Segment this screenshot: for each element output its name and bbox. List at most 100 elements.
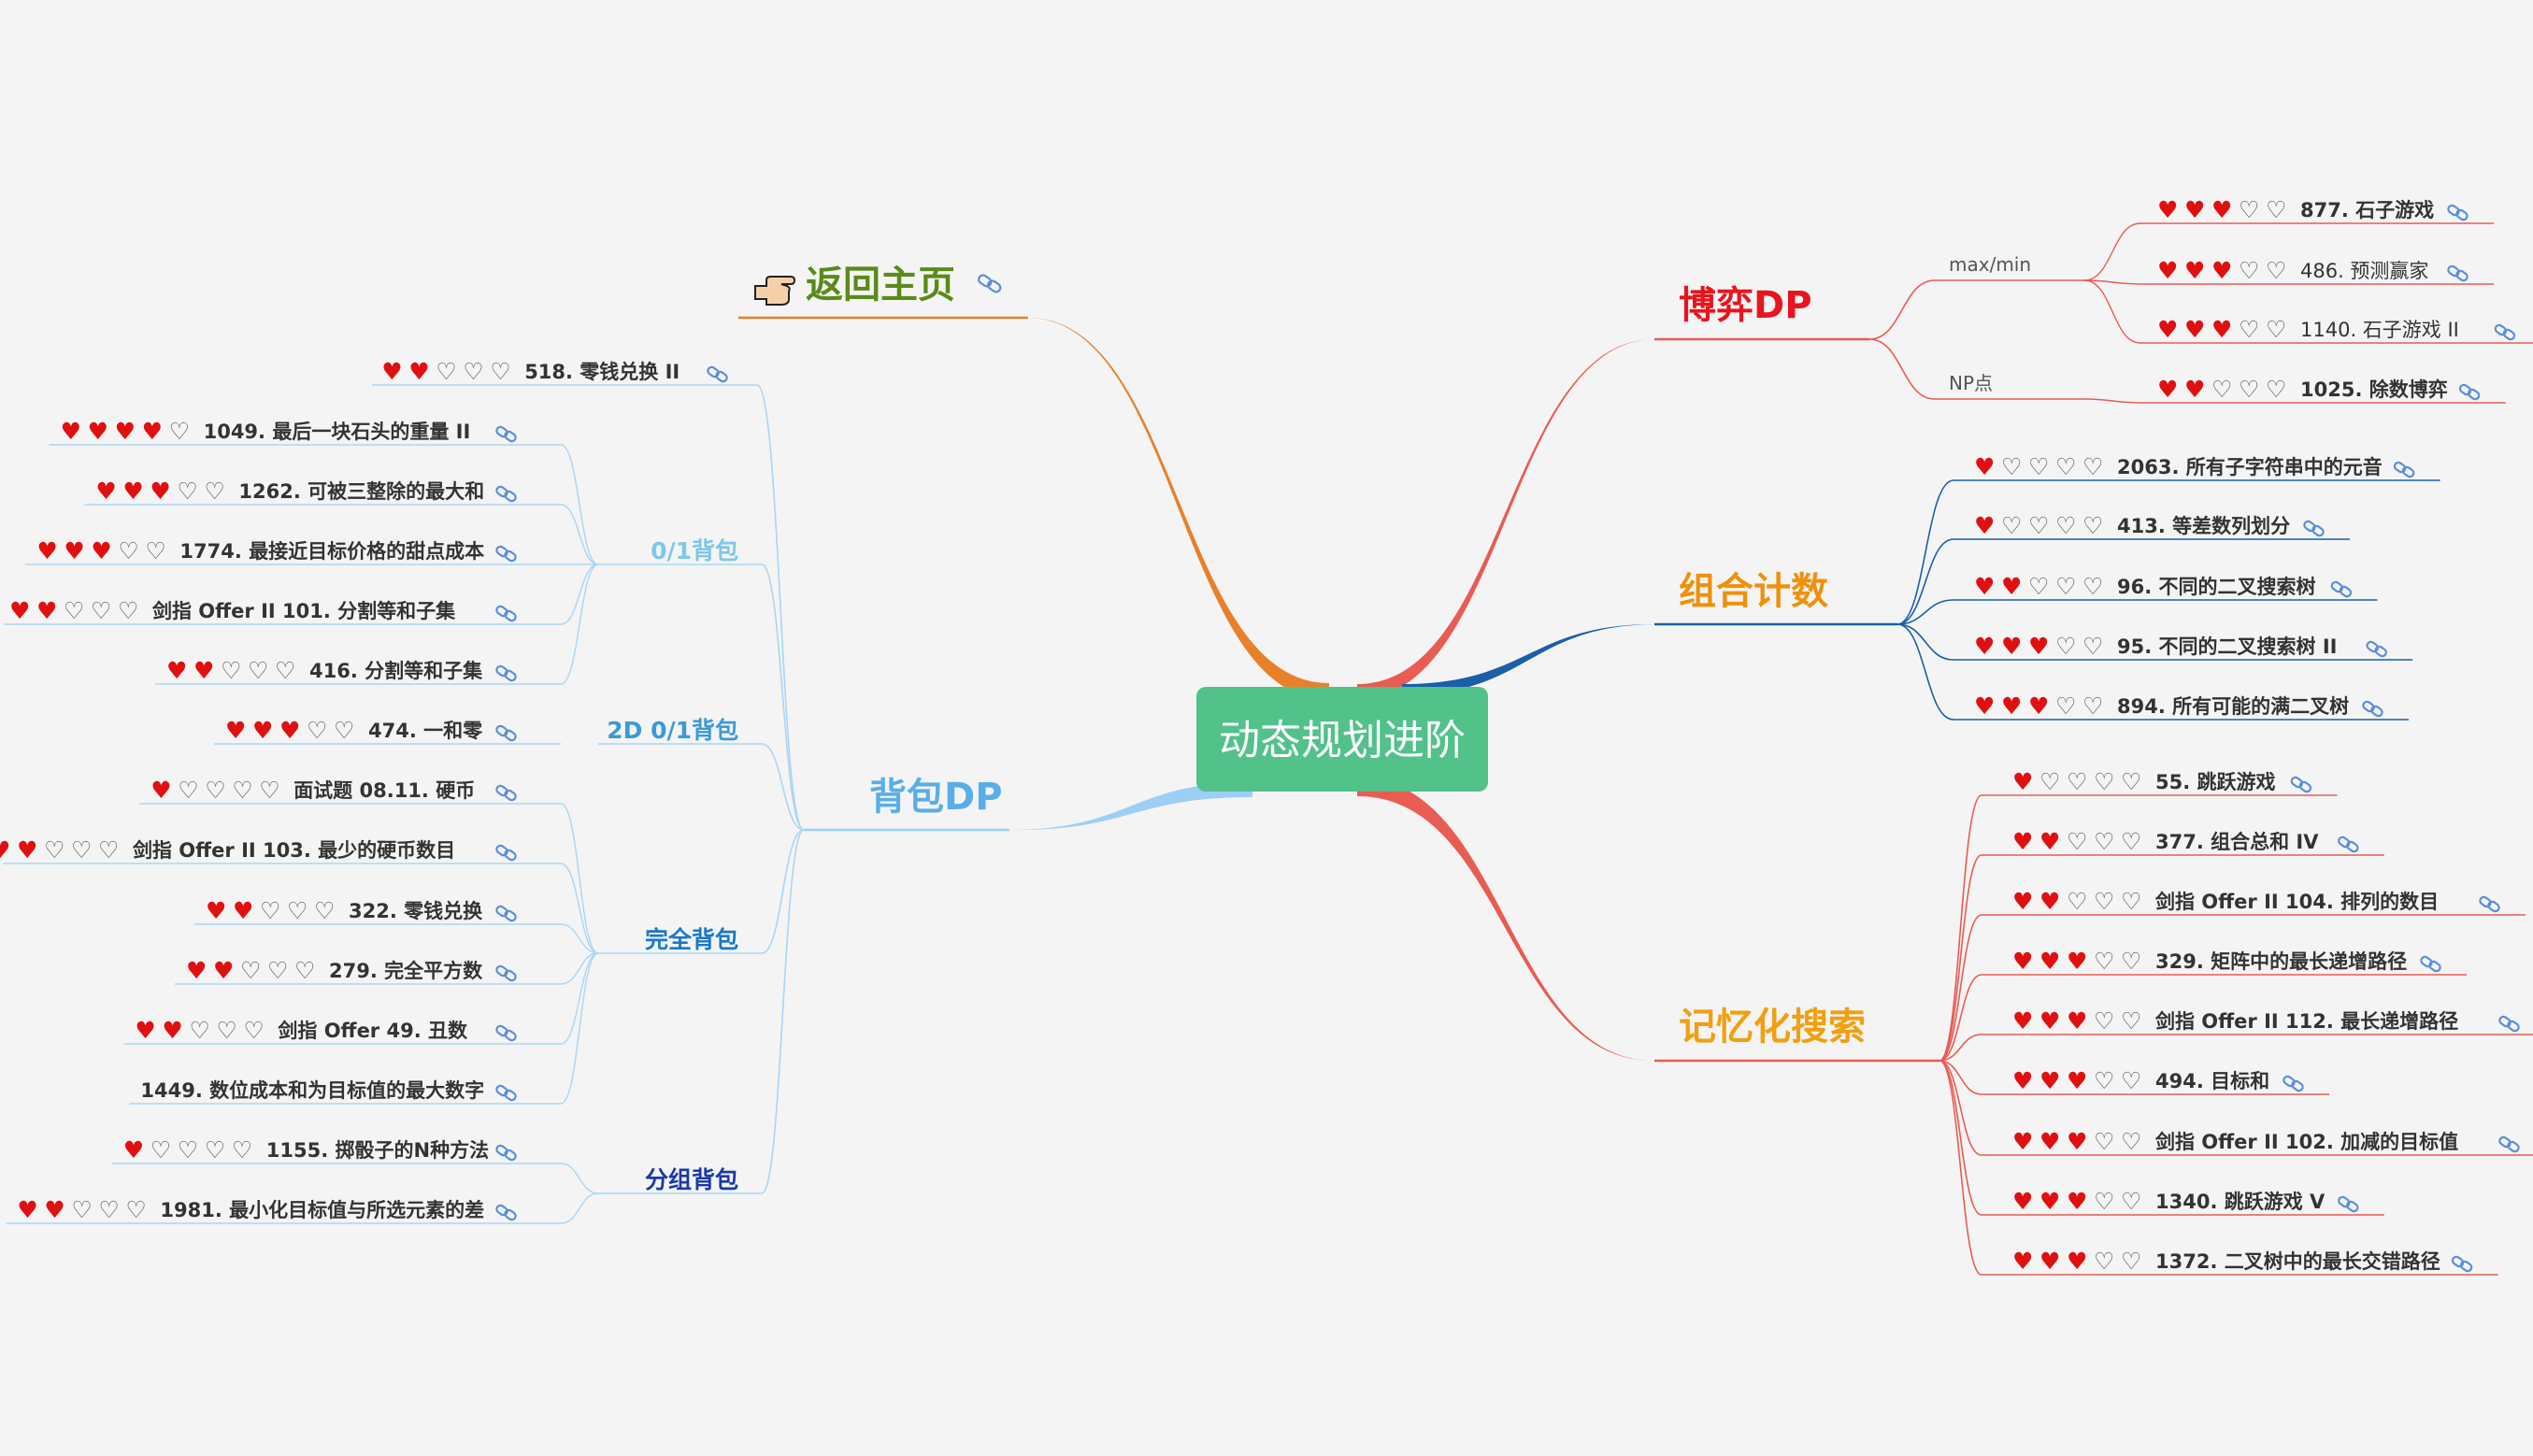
problem-item[interactable]: ♥♥♡♡♡剑指 Offer II 101. 分割等和子集	[9, 597, 517, 624]
group-label[interactable]: NP点	[1949, 372, 1993, 394]
problem-title[interactable]: 剑指 Offer II 102. 加减的目标值	[2154, 1131, 2458, 1153]
problem-title[interactable]: 1340. 跳跃游戏 V	[2155, 1191, 2325, 1213]
problem-title[interactable]: 1025. 除数博弈	[2300, 378, 2448, 401]
link-icon[interactable]	[2330, 580, 2353, 598]
problem-item[interactable]: ♥♥♡♡♡322. 零钱兑换	[206, 897, 517, 924]
problem-item[interactable]: ♥♥♥♡♡95. 不同的二叉搜索树 II	[1974, 633, 2387, 660]
problem-item[interactable]: ♥♡♡♡♡1155. 掷骰子的N种方法	[123, 1136, 517, 1163]
problem-title[interactable]: 329. 矩阵中的最长递增路径	[2155, 950, 2407, 973]
problem-title[interactable]: 1981. 最小化目标值与所选元素的差	[160, 1199, 484, 1221]
problem-title[interactable]: 95. 不同的二叉搜索树 II	[2117, 635, 2337, 658]
link-icon[interactable]	[2498, 1015, 2520, 1033]
link-icon[interactable]	[2479, 895, 2500, 913]
problem-item[interactable]: ♥♥♡♡♡1981. 最小化目标值与所选元素的差	[17, 1196, 517, 1223]
branch-combination-count[interactable]: 组合计数	[1679, 570, 1828, 613]
problem-item[interactable]: ♥♥♥♡♡1774. 最接近目标价格的甜点成本	[36, 537, 517, 564]
problem-item[interactable]: ♥♥♥♡♡494. 目标和	[2012, 1067, 2304, 1094]
problem-item[interactable]: ♥♥♥♡♡1262. 可被三整除的最大和	[95, 478, 517, 505]
link-icon[interactable]	[2447, 204, 2469, 221]
problem-title[interactable]: 55. 跳跃游戏	[2155, 771, 2276, 793]
link-icon[interactable]	[495, 964, 517, 982]
link-icon[interactable]	[495, 425, 517, 443]
link-icon[interactable]	[2420, 955, 2441, 973]
problem-title[interactable]: 494. 目标和	[2155, 1070, 2269, 1092]
problem-title[interactable]: 1449. 数位成本和为目标值的最大数字	[140, 1079, 484, 1102]
problem-title[interactable]: 1774. 最接近目标价格的甜点成本	[179, 540, 484, 563]
problem-item[interactable]: ♥♥♥♡♡474. 一和零	[225, 717, 517, 744]
link-icon[interactable]	[2338, 835, 2359, 853]
branch-knapsack-dp[interactable]: 背包DP	[869, 776, 1003, 819]
link-icon[interactable]	[2451, 1255, 2473, 1273]
link-icon[interactable]	[2290, 776, 2312, 793]
problem-title[interactable]: 474. 一和零	[368, 720, 483, 742]
problem-item[interactable]: ♥♥♡♡♡剑指 Offer 49. 丑数	[135, 1017, 517, 1044]
link-icon[interactable]	[707, 365, 728, 383]
problem-title[interactable]: 486. 预测赢家	[2300, 260, 2428, 282]
problem-title[interactable]: 面试题 08.11. 硬币	[293, 779, 475, 802]
problem-item[interactable]: ♥♡♡♡♡面试题 08.11. 硬币	[150, 777, 517, 804]
problem-item[interactable]: ♥♥♥♡♡1372. 二叉树中的最长交错路径	[2012, 1248, 2473, 1275]
link-icon[interactable]	[2458, 383, 2481, 401]
problem-title[interactable]: 1372. 二叉树中的最长交错路径	[2155, 1250, 2440, 1273]
problem-item[interactable]: ♥♥♡♡♡416. 分割等和子集	[166, 657, 517, 684]
problem-title[interactable]: 877. 石子游戏	[2300, 199, 2434, 221]
link-icon[interactable]	[495, 605, 517, 622]
problem-item[interactable]: ♥♡♡♡♡55. 跳跃游戏	[2012, 768, 2312, 795]
link-icon[interactable]	[2494, 323, 2516, 341]
link-icon[interactable]	[2366, 640, 2387, 658]
link-icon[interactable]	[495, 1204, 517, 1221]
problem-item[interactable]: ♥♥♥♡♡877. 石子游戏	[2157, 196, 2469, 223]
problem-item[interactable]: ♥♥♡♡♡279. 完全平方数	[186, 957, 517, 984]
link-icon[interactable]	[2447, 264, 2469, 282]
link-icon[interactable]	[2283, 1075, 2304, 1092]
branch-memoized-search[interactable]: 记忆化搜索	[1679, 1006, 1866, 1049]
problem-title[interactable]: 1049. 最后一块石头的重量 II	[204, 421, 471, 443]
problem-title[interactable]: 剑指 Offer 49. 丑数	[277, 1020, 468, 1042]
link-icon[interactable]	[2498, 1135, 2520, 1153]
link-icon[interactable]	[495, 905, 517, 922]
link-icon[interactable]	[495, 485, 517, 503]
problem-title[interactable]: 剑指 Offer II 101. 分割等和子集	[151, 600, 456, 622]
problem-item[interactable]: ♥♥♡♡♡518. 零钱兑换 II	[381, 358, 728, 385]
problem-title[interactable]: 剑指 Offer II 104. 排列的数目	[2154, 891, 2439, 913]
link-icon[interactable]	[977, 274, 1002, 293]
problem-title[interactable]: 1155. 掷骰子的N种方法	[266, 1139, 489, 1162]
problem-item[interactable]: 1449. 数位成本和为目标值的最大数字	[140, 1079, 517, 1102]
problem-item[interactable]: ♥♡♡♡♡413. 等差数列划分	[1974, 512, 2325, 539]
link-icon[interactable]	[495, 1024, 517, 1042]
group-label[interactable]: 2D 0/1背包	[607, 717, 738, 744]
link-icon[interactable]	[2362, 700, 2383, 718]
problem-item[interactable]: ♥♥♥♥♡1049. 最后一块石头的重量 II	[61, 418, 518, 445]
problem-title[interactable]: 1140. 石子游戏 II	[2300, 319, 2459, 341]
link-icon[interactable]	[495, 1084, 517, 1102]
group-label[interactable]: max/min	[1949, 253, 2031, 276]
problem-title[interactable]: 416. 分割等和子集	[309, 660, 483, 682]
problem-title[interactable]: 322. 零钱兑换	[349, 900, 483, 922]
link-icon[interactable]	[2338, 1195, 2359, 1213]
problem-title[interactable]: 377. 组合总和 IV	[2155, 831, 2319, 853]
problem-title[interactable]: 894. 所有可能的满二叉树	[2117, 695, 2349, 718]
problem-title[interactable]: 剑指 Offer II 103. 最少的硬币数目	[132, 839, 455, 862]
problem-item[interactable]: ♥♥♡♡♡剑指 Offer II 103. 最少的硬币数目	[0, 836, 517, 864]
link-icon[interactable]	[495, 545, 517, 563]
link-icon[interactable]	[495, 844, 517, 862]
problem-item[interactable]: ♥♥♥♡♡剑指 Offer II 112. 最长递增路径	[2012, 1007, 2520, 1035]
group-label[interactable]: 0/1背包	[651, 537, 738, 564]
group-label[interactable]: 分组背包	[645, 1166, 738, 1193]
home-link[interactable]: 返回主页	[754, 264, 1002, 307]
problem-title[interactable]: 279. 完全平方数	[329, 960, 483, 982]
problem-item[interactable]: ♥♥♥♡♡894. 所有可能的满二叉树	[1974, 692, 2383, 720]
problem-item[interactable]: ♥♥♡♡♡377. 组合总和 IV	[2012, 828, 2359, 855]
group-label[interactable]: 完全背包	[645, 926, 738, 953]
problem-item[interactable]: ♥♥♥♡♡1140. 石子游戏 II	[2157, 316, 2516, 343]
problem-item[interactable]: ♥♥♥♡♡1340. 跳跃游戏 V	[2012, 1188, 2359, 1215]
link-icon[interactable]	[495, 664, 517, 682]
link-icon[interactable]	[495, 1144, 517, 1162]
problem-item[interactable]: ♥♥♡♡♡96. 不同的二叉搜索树	[1974, 573, 2353, 600]
link-icon[interactable]	[2393, 461, 2415, 478]
problem-title[interactable]: 2063. 所有子字符串中的元音	[2117, 456, 2383, 478]
problem-item[interactable]: ♥♥♡♡♡剑指 Offer II 104. 排列的数目	[2012, 888, 2500, 915]
link-icon[interactable]	[2303, 520, 2325, 537]
problem-item[interactable]: ♥♥♥♡♡329. 矩阵中的最长递增路径	[2012, 948, 2441, 975]
branch-game-dp[interactable]: 博弈DP	[1679, 284, 1812, 327]
